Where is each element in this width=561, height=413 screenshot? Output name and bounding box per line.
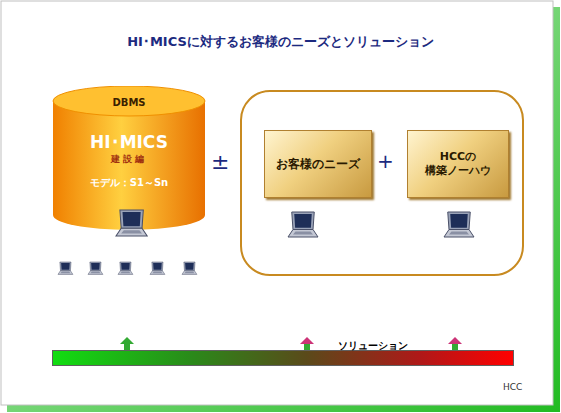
box-label: HCCの 構築ノーハウ (412, 150, 504, 178)
laptop-icon (58, 262, 73, 274)
plus-minus-sign: ± (211, 150, 229, 174)
laptop-icon (182, 262, 197, 274)
slide-frame (1, 1, 553, 405)
up-arrow (300, 337, 314, 350)
needs-box: お客様のニーズ (264, 130, 372, 198)
knowhow-box: HCCの 構築ノーハウ (407, 130, 509, 198)
box-label: お客様のニーズ (276, 157, 360, 172)
solution-group: お客様のニーズ HCCの 構築ノーハウ (240, 90, 524, 276)
bar-label: ソリューション (338, 340, 408, 353)
laptop-icon (444, 212, 474, 237)
database-cylinder: DBMS HI･MICS建設編モデル：S1～Sn (52, 86, 206, 246)
company-mark: HCC (503, 383, 522, 393)
laptop-icon (116, 210, 147, 236)
db-label: HI･MICS (52, 132, 206, 153)
db-label: モデル：S1～Sn (52, 177, 206, 190)
db-label: 建設編 (52, 154, 206, 165)
cylinder-shape (52, 86, 206, 246)
up-arrow (448, 337, 462, 350)
laptop-icon (150, 262, 165, 274)
slide-title: HI･MICSに対するお客様のニーズとソリューション (0, 33, 561, 51)
db-label: DBMS (52, 97, 206, 110)
solution-bar: ソリューション (52, 350, 514, 366)
plus-sign: + (377, 150, 394, 172)
illustrations (58, 212, 474, 350)
laptop-icon (88, 262, 103, 274)
laptop-icon (118, 262, 133, 274)
laptop-icon (288, 212, 318, 237)
up-arrow (120, 337, 134, 350)
